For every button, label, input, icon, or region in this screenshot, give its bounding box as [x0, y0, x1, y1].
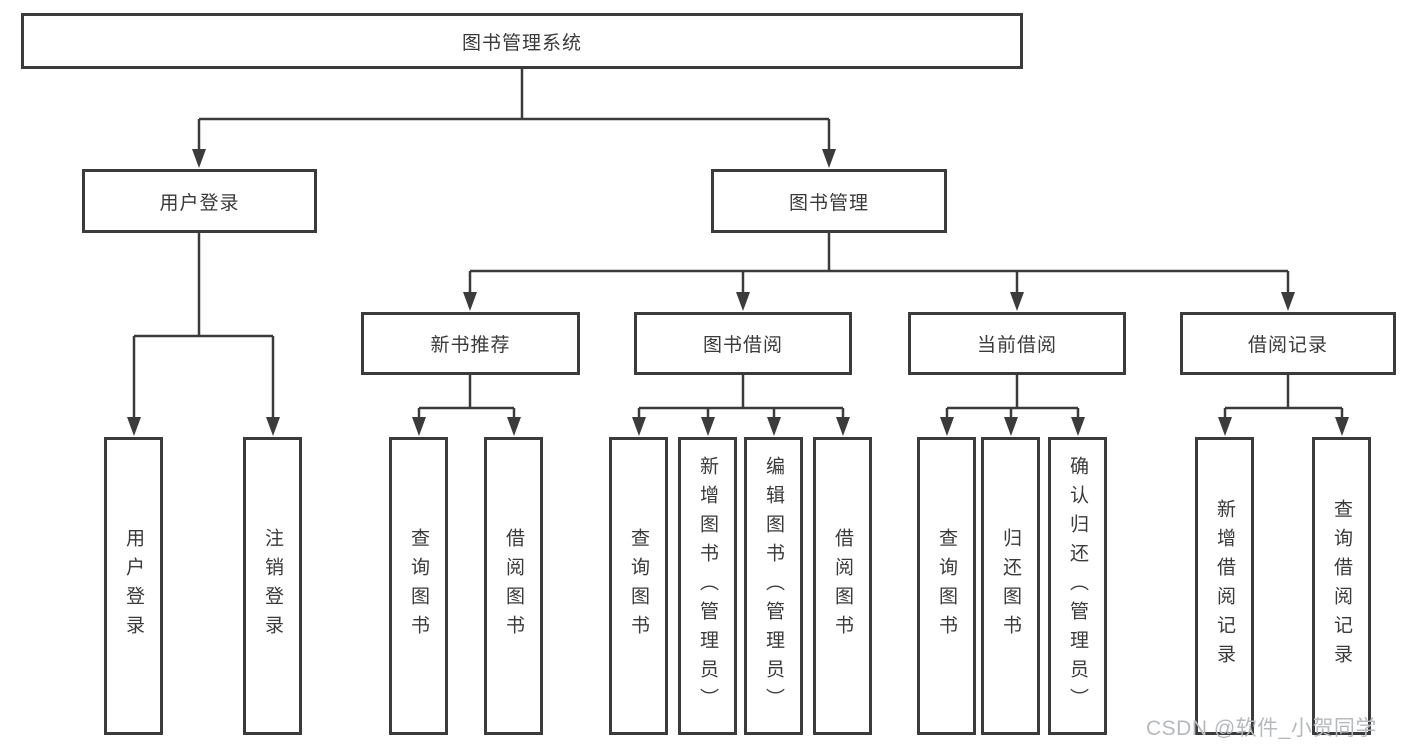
leaf-current-query-books: 查询图书 [917, 437, 976, 735]
watermark: CSDN @软件_小贺同学 [1146, 717, 1377, 740]
node-user-login: 用户登录 [82, 169, 317, 233]
leaf-recommend-query-books: 查询图书 [389, 437, 448, 735]
leaf-records-add-record: 新增借阅记录 [1195, 437, 1254, 735]
node-book-management: 图书管理 [711, 169, 947, 233]
leaf-current-return-books: 归还图书 [981, 437, 1040, 735]
node-borrow-records: 借阅记录 [1180, 312, 1396, 375]
leaf-borrow-query-books: 查询图书 [609, 437, 668, 735]
arrowhead-icons [127, 149, 1349, 436]
node-current-borrow: 当前借阅 [908, 312, 1126, 375]
node-root: 图书管理系统 [21, 13, 1023, 69]
leaf-recommend-borrow-books: 借阅图书 [484, 437, 543, 735]
leaf-current-confirm-return-admin: 确认归还（管理员） [1048, 437, 1107, 735]
node-book-borrow: 图书借阅 [634, 312, 852, 375]
node-new-book-recommend: 新书推荐 [361, 312, 580, 375]
leaf-logout: 注销登录 [243, 437, 302, 735]
leaf-user-login: 用户登录 [104, 437, 163, 735]
leaf-borrow-edit-book-admin: 编辑图书（管理员） [744, 437, 803, 735]
leaf-borrow-add-book-admin: 新增图书（管理员） [678, 437, 737, 735]
tree-edges [132, 69, 1344, 420]
leaf-borrow-borrow-books: 借阅图书 [813, 437, 872, 735]
leaf-records-query-record: 查询借阅记录 [1312, 437, 1371, 735]
